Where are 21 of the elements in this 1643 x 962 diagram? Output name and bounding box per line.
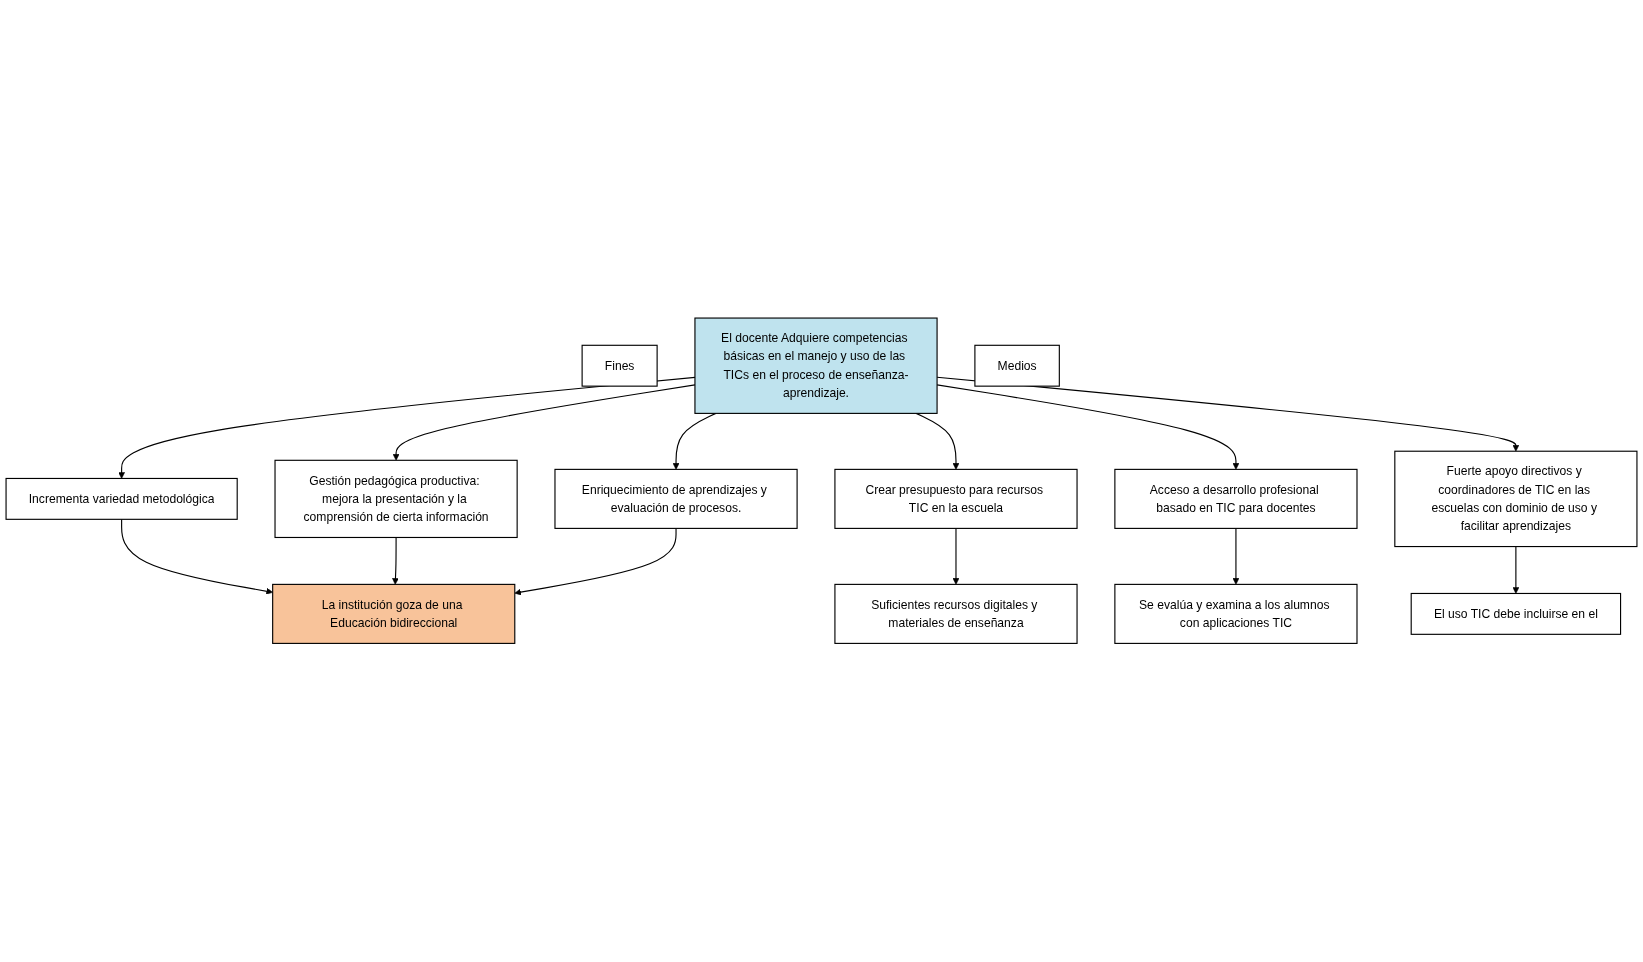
arrow <box>121 519 273 595</box>
node-box: Acceso a desarrollo profesional basado en TIC para docentes <box>1114 469 1358 530</box>
arrow <box>1512 546 1520 595</box>
arrow <box>952 528 960 585</box>
node-box: Fines <box>581 345 658 387</box>
arrow <box>1232 528 1240 585</box>
arrow <box>514 528 677 596</box>
arrow <box>915 413 960 470</box>
node-box: Fuerte apoyo directivos y coordinadores de TIC en las escuelas con dominio de uso y facilitar aprendizajes <box>1394 450 1638 548</box>
node-box: Incrementa variedad metodológica <box>5 478 238 521</box>
node-box: Medios <box>974 345 1060 387</box>
node-box: Enriquecimiento de aprendizajes y evaluación de procesos. <box>554 469 798 530</box>
node-box: Crear presupuesto para recursos TIC en la escuela <box>834 469 1078 530</box>
arrow <box>672 413 717 470</box>
node-box: El uso TIC debe incluirse en el <box>1410 593 1622 636</box>
node-box: El docente Adquiere competencias básicas en el manejo y uso de las TICs en el proceso de enseñanza-aprendizaje. <box>694 317 938 415</box>
node-box: Se evalúa y examina a los alumnos con aplicaciones TIC <box>1114 584 1358 645</box>
arrow <box>392 537 399 585</box>
node-box: Gestión pedagógica productiva: mejora la presentación y la comprensión de cierta información <box>274 460 518 539</box>
node-box: Suficientes recursos digitales y materiales de enseñanza <box>834 584 1078 645</box>
node-box: La institución goza de una Educación bidireccional <box>272 584 516 645</box>
